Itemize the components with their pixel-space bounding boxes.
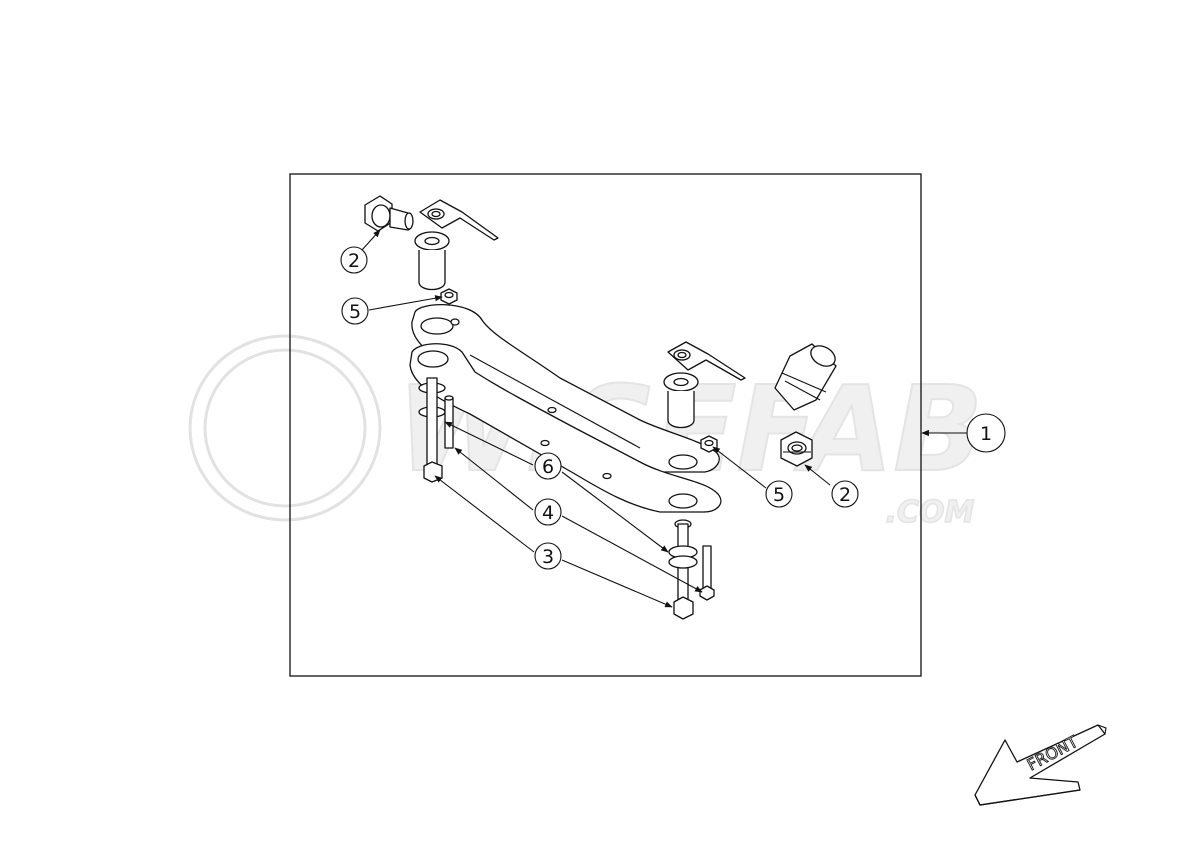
right-sleeve xyxy=(774,343,837,411)
callout-5a-label: 5 xyxy=(349,301,361,323)
left-nut-5 xyxy=(440,288,458,305)
leader-4a xyxy=(454,447,534,511)
callout-2a: 2 xyxy=(340,246,368,274)
callout-6: 6 xyxy=(534,452,562,480)
left-bolt-2 xyxy=(364,195,414,232)
leader-6a xyxy=(444,421,534,466)
leader-3a xyxy=(434,475,535,553)
right-bolt-stack xyxy=(668,519,715,620)
watermark-suffix: .COM xyxy=(886,495,975,530)
callout-5b: 5 xyxy=(765,480,793,508)
leader-2a xyxy=(361,229,381,251)
callout-5a: 5 xyxy=(341,297,369,325)
callout-4: 4 xyxy=(534,498,562,526)
right-nut-5 xyxy=(700,435,718,453)
watermark-logo-inner-ring xyxy=(203,348,367,508)
callout-2a-label: 2 xyxy=(348,250,360,272)
leader-6b xyxy=(561,471,669,553)
leader-3b xyxy=(561,559,673,608)
callout-3: 3 xyxy=(534,542,562,570)
right-bracket-tab xyxy=(667,341,746,381)
leader-5a xyxy=(368,295,443,311)
leader-2b xyxy=(804,464,831,486)
right-bolt-2 xyxy=(780,431,813,467)
callout-5b-label: 5 xyxy=(773,484,785,506)
callout-4-label: 4 xyxy=(542,502,554,524)
callout-1-label: 1 xyxy=(980,423,992,445)
leader-5b xyxy=(712,446,767,489)
callout-2b: 2 xyxy=(831,480,859,508)
front-arrow-label: FRONT xyxy=(1024,732,1081,775)
brace-plate-lower xyxy=(409,343,722,513)
left-bracket-tab xyxy=(419,199,499,241)
callout-2b-label: 2 xyxy=(839,484,851,506)
watermark-logo-ring xyxy=(188,334,382,522)
watermark: WISEFAB .COM xyxy=(188,334,984,531)
left-bushing xyxy=(414,231,450,291)
assembly-frame xyxy=(289,173,922,677)
callout-3-label: 3 xyxy=(542,546,554,568)
leader-4b xyxy=(561,515,703,593)
callout-6-label: 6 xyxy=(542,456,554,478)
left-bolt-stack xyxy=(418,377,454,483)
right-bushing xyxy=(663,372,699,429)
front-arrow: FRONT xyxy=(974,724,1107,806)
callout-1: 1 xyxy=(966,413,1006,453)
